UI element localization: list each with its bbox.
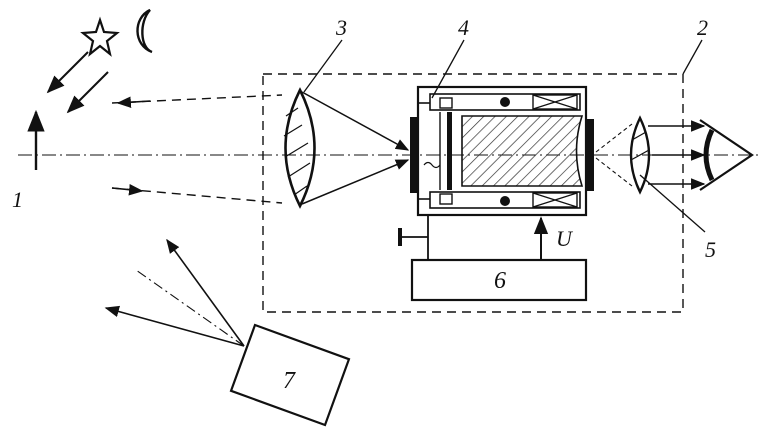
sky-ray-1 [46,51,89,94]
label-2: 2 [697,15,708,40]
photocathode-window [410,117,417,193]
label-5: 5 [705,237,716,262]
label-3: 3 [335,15,347,40]
focus-ray-upper [301,91,410,151]
screen-ray-lower [595,157,633,187]
object-ray-lower-arrow [111,183,144,196]
screen-ray-upper [595,123,633,153]
ir-illuminator [229,323,351,427]
label-4: 4 [458,15,469,40]
object-ray-upper-arrow [116,96,151,108]
image-intensifier-tube [416,85,588,217]
voltage-label: U [556,226,574,251]
control-knob [398,228,428,246]
focus-ray-lower [301,159,410,205]
label-4-leader [431,39,465,99]
illuminator-ray-1 [166,238,245,347]
object-ray-lower [111,187,283,204]
label-1: 1 [12,187,23,212]
crescent-moon-icon [136,8,153,54]
label-2-leader [682,39,703,75]
label-6: 6 [494,268,506,294]
phosphor-screen [586,119,594,191]
label-7: 7 [283,368,296,394]
star-icon [80,16,120,57]
power-supply-block [410,258,588,302]
illuminator-ray-2 [135,269,245,347]
eye-icon [699,119,754,191]
eyepiece-lens [629,115,651,195]
device-housing-boundary [262,73,684,313]
sky-ray-2 [66,71,109,114]
illuminator-ray-3 [104,305,245,347]
object-ray-upper [111,94,283,104]
label-3-leader [303,39,343,93]
objective-lens [283,87,316,209]
